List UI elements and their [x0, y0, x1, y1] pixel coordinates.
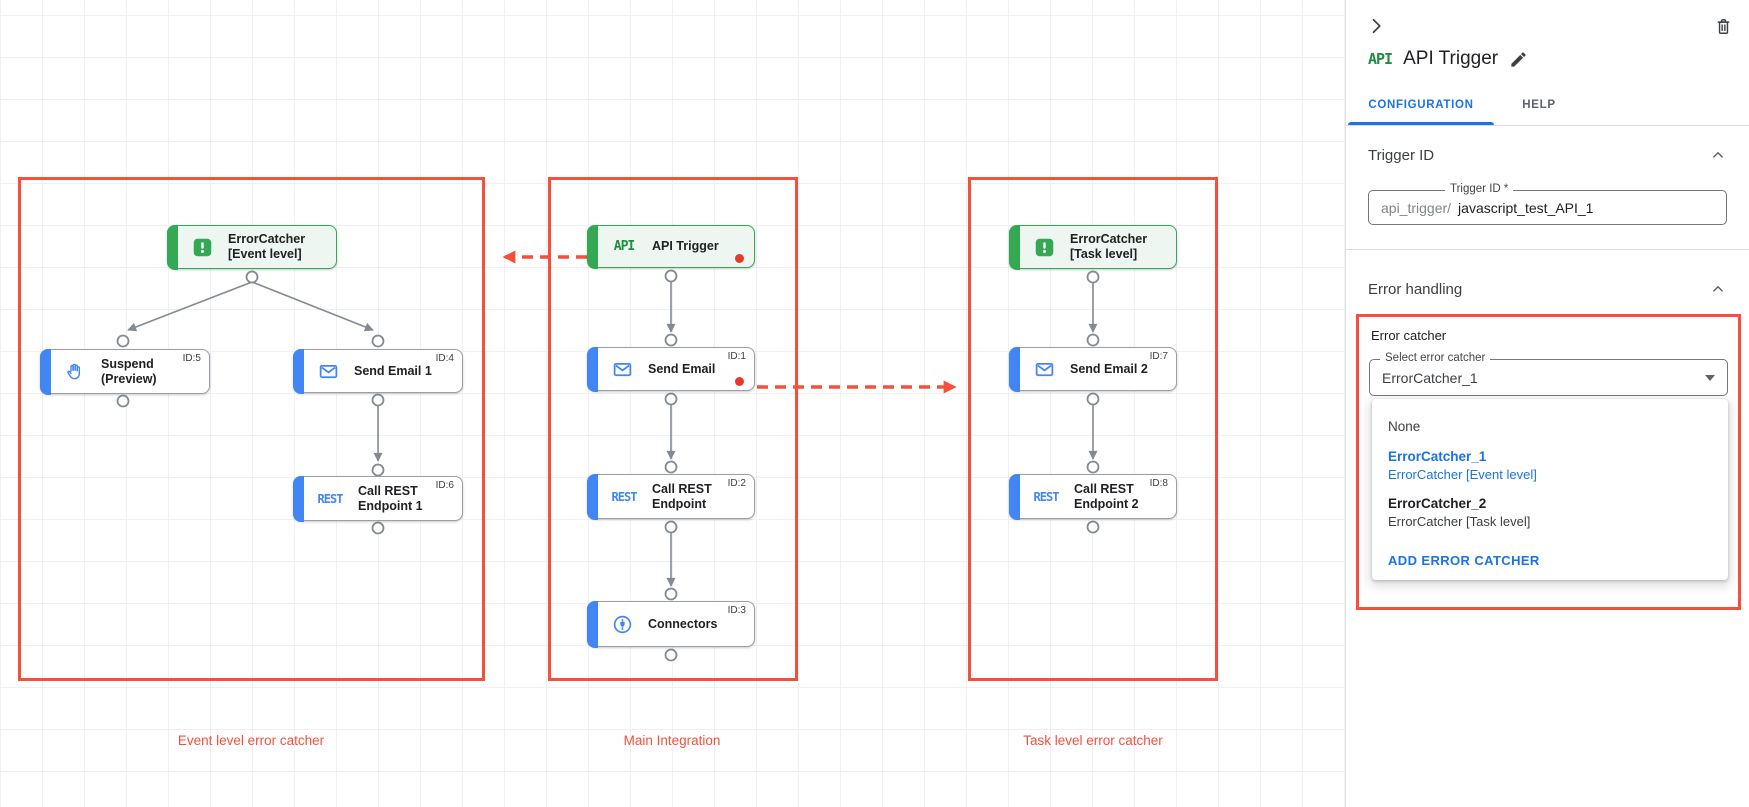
connector-layer — [116, 250, 1100, 662]
error-catcher-highlight-box: Error catcher Select error catcher Error… — [1356, 314, 1741, 610]
node-label: Send Email 2 — [1070, 361, 1148, 376]
menu-item-none[interactable]: None — [1388, 419, 1421, 434]
node-id-badge: ID:7 — [1149, 351, 1168, 362]
node-accent-bar — [1008, 346, 1020, 392]
email-icon — [314, 361, 342, 382]
edit-title-pencil-icon[interactable] — [1509, 50, 1528, 69]
email-icon — [608, 359, 636, 380]
trigger-id-field-label: Trigger ID * — [1445, 183, 1514, 195]
node-id-badge: ID:6 — [435, 480, 454, 491]
connectors-icon — [608, 614, 636, 635]
group-caption-task-level: Task level error catcher — [1023, 733, 1163, 748]
error-catcher-icon — [188, 237, 216, 258]
error-catcher-icon — [1030, 237, 1058, 258]
node-label: Call REST Endpoint — [652, 481, 712, 511]
trigger-id-value: javascript_test_API_1 — [1458, 199, 1594, 216]
node-id-badge: ID:5 — [182, 353, 201, 364]
add-error-catcher-button[interactable]: ADD ERROR CATCHER — [1388, 553, 1540, 568]
trigger-id-section: Trigger ID Trigger ID * api_trigger/ jav… — [1346, 126, 1749, 250]
node-label: API Trigger — [652, 239, 719, 253]
panel-title: API Trigger — [1403, 48, 1499, 69]
suspend-hand-icon — [61, 362, 89, 382]
rest-icon: REST — [317, 491, 344, 506]
node-accent-bar — [586, 346, 598, 392]
panel-tabs: CONFIGURATION HELP — [1346, 84, 1749, 126]
node-api-trigger[interactable]: API API Trigger — [586, 224, 755, 269]
error-catcher-dot — [735, 254, 744, 263]
node-call-rest-endpoint-1[interactable]: REST Call REST Endpoint 1 ID:6 — [292, 475, 463, 522]
tab-help[interactable]: HELP — [1522, 98, 1556, 111]
node-send-email-1[interactable]: Send Email 1 ID:4 — [292, 348, 463, 394]
node-call-rest-endpoint-2[interactable]: REST Call REST Endpoint 2 ID:8 — [1008, 473, 1177, 520]
error-catcher-dot — [735, 377, 744, 386]
node-label: Suspend (Preview) — [101, 356, 157, 386]
node-call-rest-endpoint[interactable]: REST Call REST Endpoint ID:2 — [586, 473, 755, 520]
error-handling-section-title: Error handling — [1368, 280, 1463, 298]
email-icon — [1030, 359, 1058, 380]
node-id-badge: ID:2 — [727, 478, 746, 489]
trigger-id-prefix: api_trigger/ — [1381, 199, 1452, 216]
node-error-catcher-task[interactable]: ErrorCatcher [Task level] — [1008, 224, 1177, 270]
node-send-email[interactable]: Send Email ID:1 — [586, 346, 755, 392]
node-accent-bar — [166, 224, 178, 270]
node-id-badge: ID:4 — [435, 353, 454, 364]
config-panel: API API Trigger CONFIGURATION HELP Trigg… — [1345, 0, 1749, 807]
node-label: Send Email 1 — [354, 363, 432, 378]
node-label: ErrorCatcher [Event level] — [228, 232, 306, 261]
workflow-canvas[interactable]: Event level error catcher Main Integrati… — [0, 0, 1345, 807]
collapse-section-chevron-icon[interactable] — [1709, 146, 1727, 164]
node-ports — [116, 269, 1100, 662]
node-accent-bar — [292, 475, 304, 522]
node-label: Send Email — [648, 361, 716, 376]
node-accent-bar — [1008, 473, 1020, 520]
rest-icon: REST — [611, 489, 638, 504]
node-id-badge: ID:8 — [1149, 478, 1168, 489]
select-error-catcher-label: Select error catcher — [1380, 352, 1491, 364]
tab-configuration[interactable]: CONFIGURATION — [1346, 84, 1496, 125]
error-catcher-label: Error catcher — [1371, 328, 1447, 343]
api-trigger-logo-icon: API — [1368, 50, 1393, 68]
node-accent-bar — [292, 348, 304, 394]
delete-trigger-icon[interactable] — [1714, 17, 1733, 36]
error-catcher-dropdown-menu: None ErrorCatcher_1 ErrorCatcher [Event … — [1372, 399, 1728, 580]
node-error-catcher-event[interactable]: ErrorCatcher [Event level] — [166, 224, 337, 270]
node-label: ErrorCatcher [Task level] — [1070, 232, 1148, 261]
api-trigger-icon: API — [613, 239, 635, 254]
node-id-badge: ID:1 — [727, 351, 746, 362]
collapse-section-chevron-icon[interactable] — [1709, 280, 1727, 298]
node-label: Call REST Endpoint 2 — [1074, 481, 1139, 511]
trigger-id-section-title: Trigger ID — [1368, 146, 1435, 164]
node-label: Connectors — [648, 616, 718, 631]
node-accent-bar — [586, 600, 598, 648]
node-send-email-2[interactable]: Send Email 2 ID:7 — [1008, 346, 1177, 392]
collapse-panel-icon[interactable] — [1366, 16, 1386, 36]
node-suspend[interactable]: Suspend (Preview) ID:5 — [39, 348, 210, 395]
select-error-catcher-value: ErrorCatcher_1 — [1382, 369, 1478, 386]
node-accent-bar — [39, 348, 51, 395]
error-handling-section: Error handling Error catcher Select erro… — [1346, 250, 1749, 650]
group-caption-event-level: Event level error catcher — [177, 733, 325, 748]
node-accent-bar — [586, 224, 598, 269]
node-label: Call REST Endpoint 1 — [358, 483, 423, 513]
workflow-edges — [127, 281, 1098, 587]
select-error-catcher[interactable]: Select error catcher ErrorCatcher_1 — [1369, 352, 1728, 396]
node-connectors[interactable]: Connectors ID:3 — [586, 600, 755, 648]
menu-item-error-catcher-1[interactable]: ErrorCatcher_1 ErrorCatcher [Event level… — [1388, 449, 1537, 482]
rest-icon: REST — [1033, 489, 1060, 504]
node-accent-bar — [586, 473, 598, 520]
group-caption-main-integration: Main Integration — [623, 733, 721, 748]
trigger-id-input[interactable]: Trigger ID * api_trigger/ javascript_tes… — [1368, 183, 1727, 225]
dropdown-caret-icon — [1705, 374, 1715, 381]
node-accent-bar — [1008, 224, 1020, 270]
menu-item-error-catcher-2[interactable]: ErrorCatcher_2 ErrorCatcher [Task level] — [1388, 496, 1531, 529]
node-id-badge: ID:3 — [727, 605, 746, 616]
